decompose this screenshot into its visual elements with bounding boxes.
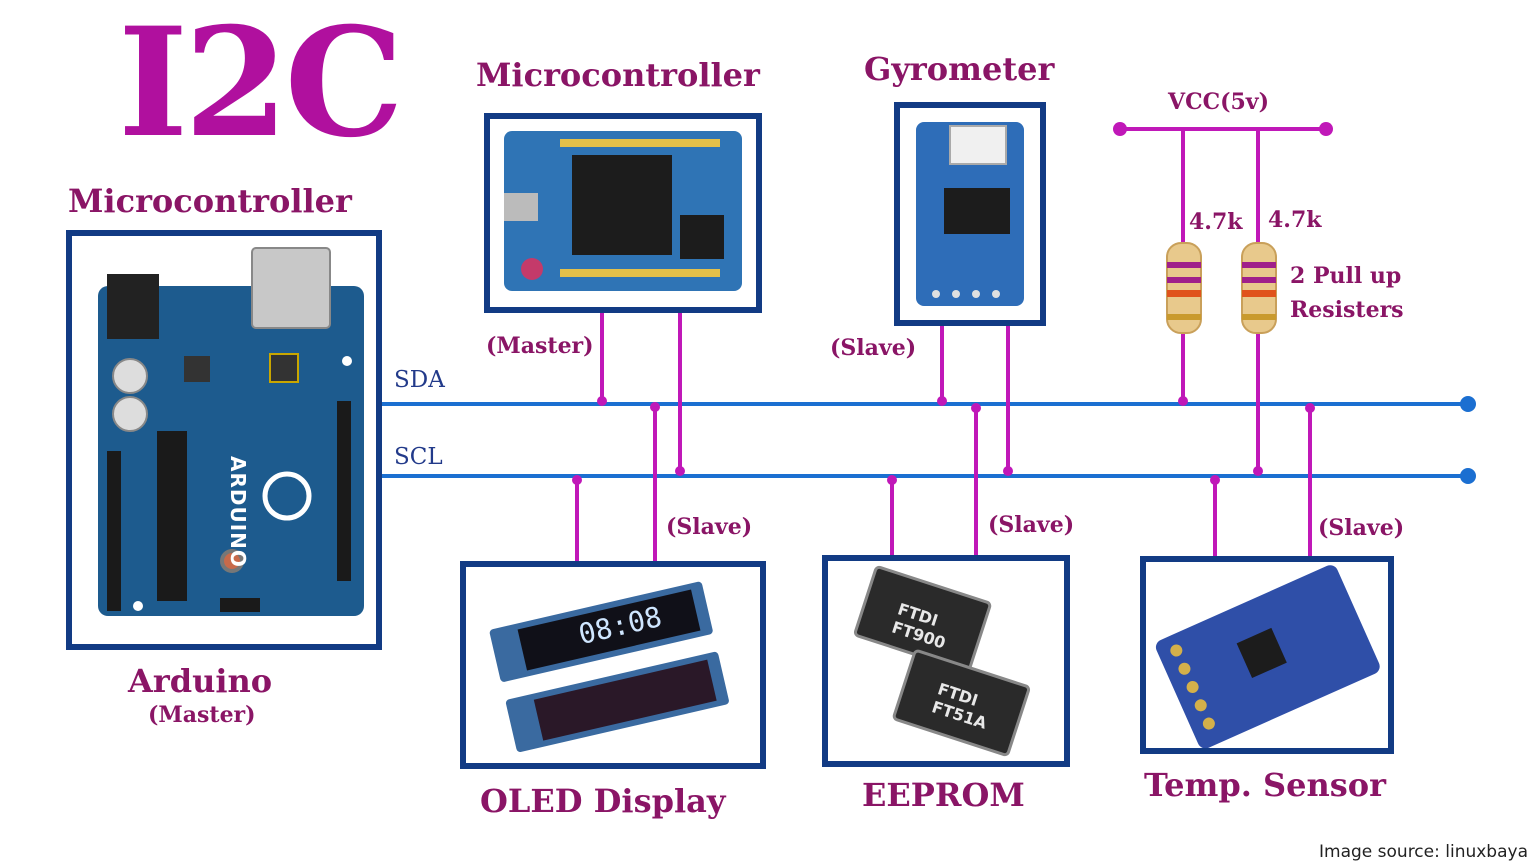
gyro-role: (Slave)	[830, 335, 917, 361]
arduino-name: Arduino	[128, 662, 273, 700]
mcu2-frame	[484, 113, 762, 313]
vcc-label: VCC(5v)	[1168, 89, 1269, 115]
temp-name: Temp. Sensor	[1144, 766, 1386, 804]
arduino-role: (Master)	[148, 702, 256, 728]
gyro-frame	[894, 102, 1046, 326]
arduino-board-icon	[98, 247, 364, 616]
arduino-board-text: ARDUINO	[226, 456, 250, 568]
oled-name: OLED Display	[480, 782, 726, 820]
oled-module-icon	[489, 581, 729, 752]
sda-label: SDA	[394, 367, 445, 393]
scl-end-dot	[1460, 468, 1476, 484]
diagram-title: I2C	[118, 0, 404, 171]
eeprom-role: (Slave)	[988, 512, 1075, 538]
temp-frame	[1140, 556, 1394, 754]
resistor2-value: 4.7k	[1268, 207, 1322, 233]
gyro-board-icon	[916, 122, 1024, 306]
image-credit: Image source: linuxbaya	[1319, 842, 1528, 862]
pullup-caption-line1: 2 Pull up	[1290, 263, 1402, 289]
mcu-board-icon	[504, 131, 742, 291]
resistor-icon	[1166, 242, 1202, 334]
oled-role: (Slave)	[666, 514, 753, 540]
chip-icon	[853, 565, 1031, 757]
sensor-board-icon	[1155, 565, 1380, 749]
gyro-heading: Gyrometer	[864, 50, 1055, 88]
oled-frame: 08:08	[460, 561, 766, 769]
scl-label: SCL	[394, 444, 443, 470]
mcu2-role: (Master)	[486, 333, 594, 359]
mcu2-heading: Microcontroller	[476, 56, 760, 94]
resistor-icon	[1241, 242, 1277, 334]
temp-role: (Slave)	[1318, 515, 1405, 541]
eeprom-frame: FTDI FT900 FTDI FT51A	[822, 555, 1070, 767]
arduino-frame: ARDUINO	[66, 230, 382, 650]
eeprom-name: EEPROM	[862, 776, 1025, 814]
pullup-caption-line2: Resisters	[1290, 297, 1404, 323]
arduino-heading: Microcontroller	[68, 182, 352, 220]
resistor1-value: 4.7k	[1189, 209, 1243, 235]
sda-end-dot	[1460, 396, 1476, 412]
